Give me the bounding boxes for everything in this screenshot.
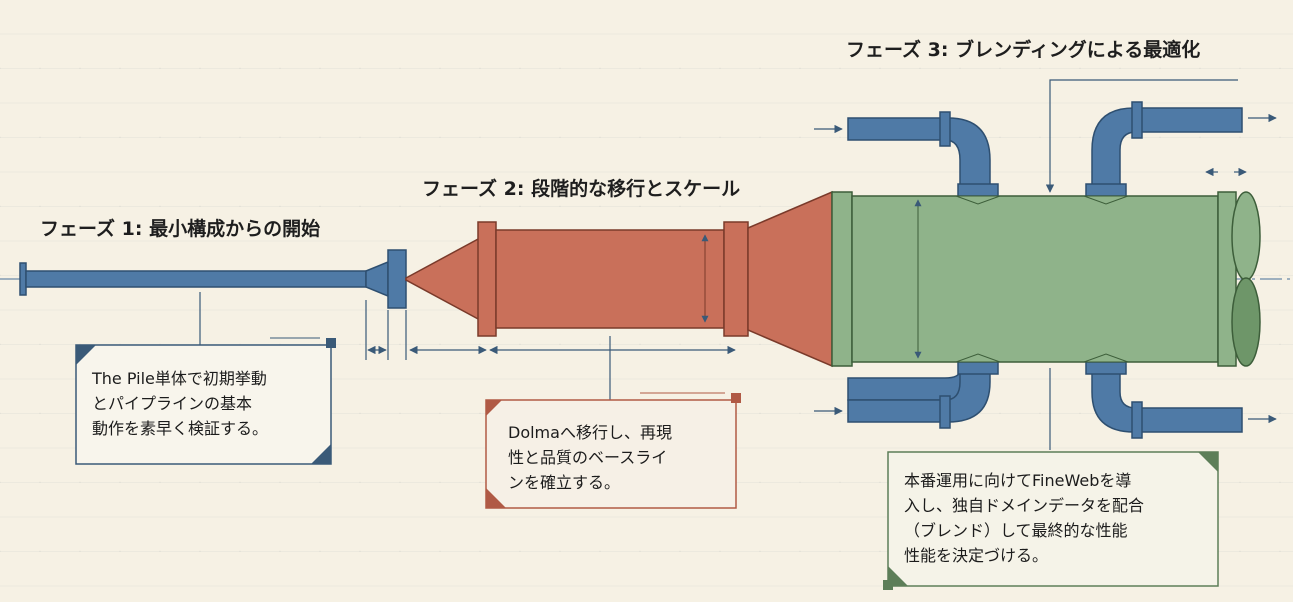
phase1-pipe bbox=[19, 249, 407, 309]
phase2-description: Dolmaへ移行し、再現 性と品質のベースライ ンを確立する。 bbox=[508, 423, 672, 492]
phase1-callout-frame bbox=[75, 337, 336, 465]
phase2-callout-frame bbox=[485, 392, 741, 509]
phase2-title: フェーズ 2: 段階的な移行とスケール bbox=[422, 178, 741, 200]
dimension-marks bbox=[365, 300, 736, 400]
phase1-title: フェーズ 1: 最小構成からの開始 bbox=[40, 218, 321, 240]
phase2-pipe bbox=[405, 190, 833, 368]
phase3-description: 本番運用に向けてFineWebを導 入し、独自ドメインデータを配合 （ブレンド）… bbox=[904, 471, 1145, 565]
phase3-leader-lines bbox=[1045, 79, 1238, 450]
phase1-description: The Pile単体で初期挙動 とパイプラインの基本 動作を素早く検証する。 bbox=[92, 369, 269, 438]
phase3-callout-frame bbox=[883, 451, 1219, 590]
phase3-title: フェーズ 3: ブレンディングによる最適化 bbox=[846, 39, 1201, 61]
flange-marks bbox=[955, 195, 1129, 363]
flow-arrows bbox=[814, 113, 1277, 424]
phase3-pipe bbox=[831, 191, 1261, 367]
